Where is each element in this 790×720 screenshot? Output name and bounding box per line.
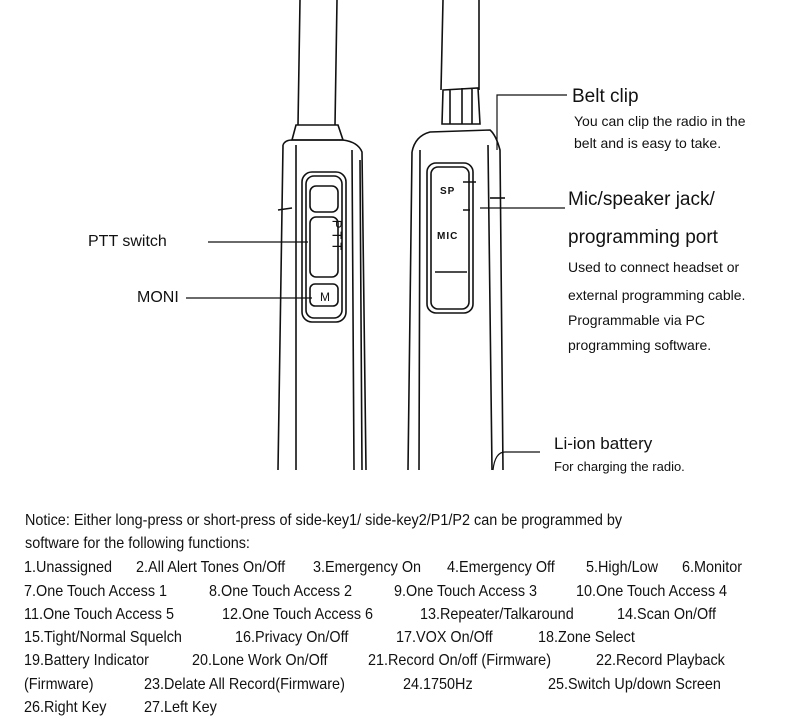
function-item: 11.One Touch Access 5 bbox=[24, 606, 174, 623]
function-item: 23.Delate All Record(Firmware) bbox=[144, 676, 345, 693]
radio-front-view bbox=[277, 0, 367, 471]
function-item: 14.Scan On/Off bbox=[617, 606, 716, 623]
sp-port-label: SP bbox=[440, 186, 456, 197]
function-row: 7.One Touch Access 1 8.One Touch Access … bbox=[0, 583, 790, 603]
function-item: 27.Left Key bbox=[144, 699, 217, 716]
belt-clip-desc: You can clip the radio in the bbox=[574, 113, 746, 129]
function-item: 25.Switch Up/down Screen bbox=[548, 676, 721, 693]
mic-jack-desc: Programmable via PC bbox=[568, 312, 705, 328]
function-row: 26.Right Key 27.Left Key bbox=[0, 699, 790, 719]
moni-callout: MONI bbox=[137, 289, 179, 306]
notice-line: software for the following functions: bbox=[25, 535, 250, 552]
leader-lines bbox=[186, 94, 567, 471]
mic-port-label: MIC bbox=[437, 231, 459, 242]
function-row: 11.One Touch Access 5 12.One Touch Acces… bbox=[0, 606, 790, 626]
function-item: 10.One Touch Access 4 bbox=[576, 583, 728, 600]
radio-illustration bbox=[186, 0, 567, 471]
mic-jack-desc: external programming cable. bbox=[568, 287, 746, 303]
function-item: (Firmware) bbox=[24, 676, 94, 693]
function-item: 16.Privacy On/Off bbox=[235, 629, 349, 646]
radio-side-view bbox=[407, 0, 505, 471]
function-item: 21.Record On/off (Firmware) bbox=[368, 652, 551, 669]
function-item: 22.Record Playback bbox=[596, 652, 725, 669]
battery-title: Li-ion battery bbox=[554, 434, 653, 453]
function-item: 1.Unassigned bbox=[24, 559, 113, 576]
function-item: 7.One Touch Access 1 bbox=[24, 583, 168, 600]
battery-desc: For charging the radio. bbox=[554, 459, 685, 474]
mic-jack-title: Mic/speaker jack/ bbox=[568, 189, 715, 210]
function-item: 19.Battery Indicator bbox=[24, 652, 149, 669]
mic-jack-desc: programming software. bbox=[568, 337, 712, 353]
function-item: 24.1750Hz bbox=[403, 676, 473, 693]
mic-jack-title: programming port bbox=[568, 227, 718, 248]
function-item: 15.Tight/Normal Squelch bbox=[24, 629, 182, 646]
belt-clip-desc: belt and is easy to take. bbox=[574, 135, 722, 151]
function-item: 13.Repeater/Talkaround bbox=[420, 606, 574, 623]
function-row: (Firmware) 23.Delate All Record(Firmware… bbox=[0, 676, 790, 696]
notice-line: Notice: Either long-press or short-press… bbox=[25, 512, 623, 529]
function-item: 2.All Alert Tones On/Off bbox=[136, 559, 286, 576]
function-item: 8.One Touch Access 2 bbox=[209, 583, 353, 600]
function-item: 3.Emergency On bbox=[313, 559, 422, 576]
belt-clip-title: Belt clip bbox=[572, 86, 639, 107]
mic-jack-desc: Used to connect headset or bbox=[568, 259, 740, 275]
function-row: 15.Tight/Normal Squelch 16.Privacy On/Of… bbox=[0, 629, 790, 649]
function-item: 6.Monitor bbox=[682, 559, 743, 576]
m-key-label: M bbox=[320, 290, 330, 304]
function-item: 4.Emergency Off bbox=[447, 559, 555, 576]
function-item: 12.One Touch Access 6 bbox=[222, 606, 374, 623]
function-item: 20.Lone Work On/Off bbox=[192, 652, 328, 669]
ptt-key-label: PTT bbox=[329, 219, 345, 254]
function-row: 19.Battery Indicator 20.Lone Work On/Off… bbox=[0, 652, 790, 672]
function-item: 17.VOX On/Off bbox=[396, 629, 493, 646]
function-item: 9.One Touch Access 3 bbox=[394, 583, 538, 600]
function-item: 18.Zone Select bbox=[538, 629, 635, 646]
function-row: 1.Unassigned 2.All Alert Tones On/Off 3.… bbox=[0, 559, 790, 579]
ptt-switch-callout: PTT switch bbox=[88, 233, 167, 250]
function-item: 26.Right Key bbox=[24, 699, 107, 716]
function-item: 5.High/Low bbox=[586, 559, 659, 576]
